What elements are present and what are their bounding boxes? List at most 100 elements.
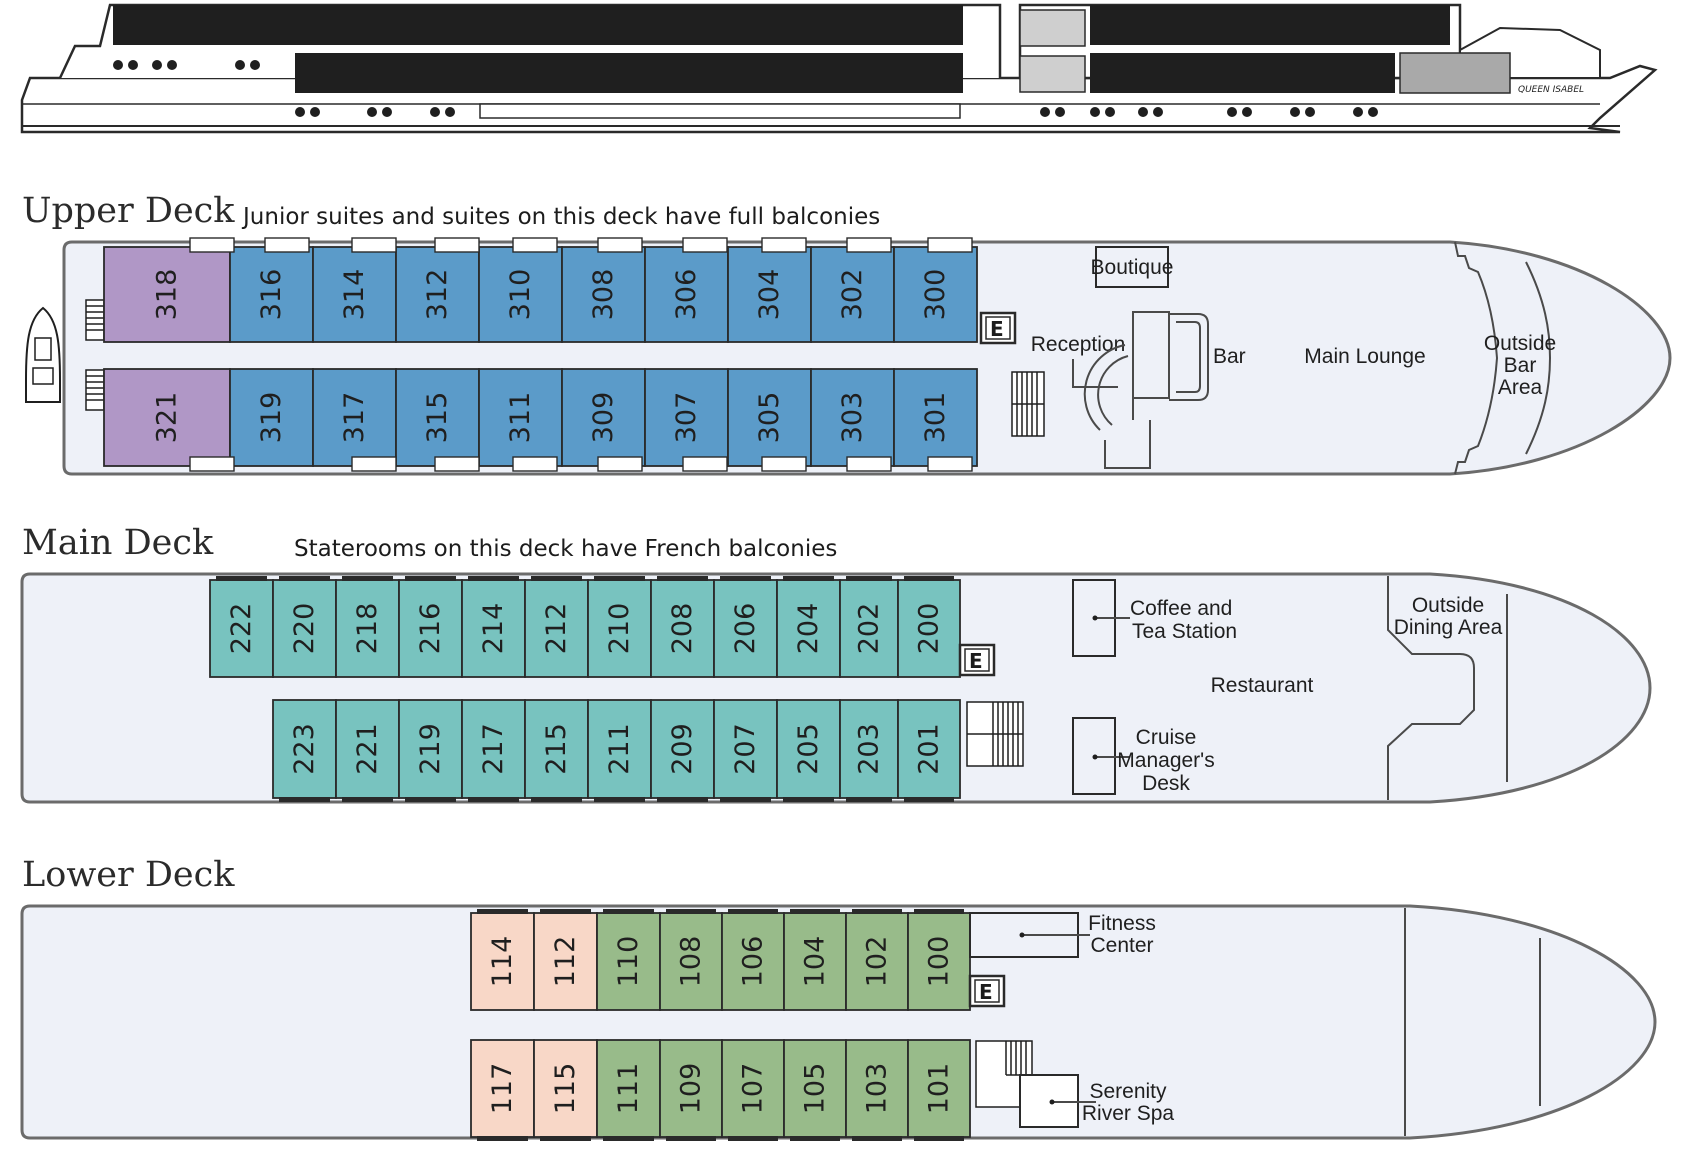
cabin-205[interactable]: 205 [776, 699, 841, 802]
balcony-marker [682, 456, 728, 472]
cabin-102[interactable]: 102 [845, 909, 909, 1011]
cabin-216[interactable]: 216 [398, 576, 463, 678]
cabin-100[interactable]: 100 [907, 909, 971, 1011]
cabin-number: 101 [924, 1063, 955, 1115]
cabin-number: 321 [152, 392, 183, 444]
cabin-220[interactable]: 220 [272, 576, 337, 678]
cabin-number: 202 [854, 603, 885, 655]
cabin-107[interactable]: 107 [721, 1039, 785, 1141]
cabin-117[interactable]: 117 [470, 1039, 535, 1141]
cabin-311[interactable]: 311 [478, 368, 563, 467]
cabin-210[interactable]: 210 [587, 576, 652, 678]
cabin-202[interactable]: 202 [839, 576, 899, 678]
cabin-number: 109 [676, 1063, 707, 1115]
cabin-209[interactable]: 209 [650, 699, 715, 802]
cabin-305[interactable]: 305 [727, 368, 812, 467]
balcony-marker [927, 237, 973, 253]
cabin-105[interactable]: 105 [783, 1039, 847, 1141]
cabin-312[interactable]: 312 [395, 246, 480, 343]
cabin-206[interactable]: 206 [713, 576, 778, 678]
cabin-number: 315 [422, 392, 453, 444]
cabin-211[interactable]: 211 [587, 699, 652, 802]
cabin-number: 217 [478, 723, 509, 775]
cabin-217[interactable]: 217 [461, 699, 526, 802]
cabin-number: 103 [862, 1063, 893, 1115]
main-lounge-label: Main Lounge [1304, 345, 1425, 368]
cabin-number: 300 [920, 269, 951, 321]
cabin-number: 110 [613, 936, 644, 988]
cabin-316[interactable]: 316 [229, 246, 314, 343]
ship-name: QUEEN ISABEL [1518, 85, 1584, 95]
lower-deck-hull [20, 904, 1657, 1140]
balcony-marker [434, 237, 480, 253]
cabin-number: 222 [226, 603, 257, 655]
cabin-207[interactable]: 207 [713, 699, 778, 802]
cabin-109[interactable]: 109 [659, 1039, 723, 1141]
cabin-219[interactable]: 219 [398, 699, 463, 802]
cabin-215[interactable]: 215 [524, 699, 589, 802]
cabin-number: 210 [604, 603, 635, 655]
cabin-306[interactable]: 306 [644, 246, 729, 343]
outside-dining-label-1: Outside [1412, 594, 1484, 617]
cabin-214[interactable]: 214 [461, 576, 526, 678]
cabin-101[interactable]: 101 [907, 1039, 971, 1141]
balcony-marker [189, 456, 235, 472]
cabin-304[interactable]: 304 [727, 246, 812, 343]
reception-label: Reception [1031, 333, 1126, 356]
cabin-309[interactable]: 309 [561, 368, 646, 467]
cabin-308[interactable]: 308 [561, 246, 646, 343]
cabin-104[interactable]: 104 [783, 909, 847, 1011]
cabin-201[interactable]: 201 [897, 699, 961, 802]
cabin-204[interactable]: 204 [776, 576, 841, 678]
cabin-103[interactable]: 103 [845, 1039, 909, 1141]
cabin-number: 309 [588, 392, 619, 444]
cabin-number: 305 [754, 392, 785, 444]
balcony-marker [434, 456, 480, 472]
cabin-303[interactable]: 303 [810, 368, 895, 467]
lower-elevator[interactable]: E [968, 974, 1006, 1008]
cabin-315[interactable]: 315 [395, 368, 480, 467]
upper-deck-subtitle: Junior suites and suites on this deck ha… [241, 204, 880, 230]
cabin-301[interactable]: 301 [893, 368, 978, 467]
cabin-106[interactable]: 106 [721, 909, 785, 1011]
cabin-318[interactable]: 318 [103, 246, 231, 343]
cabin-111[interactable]: 111 [596, 1039, 661, 1141]
cabin-203[interactable]: 203 [839, 699, 899, 802]
cabin-number: 208 [667, 603, 698, 655]
upper-elevator[interactable]: E [979, 311, 1017, 345]
cabin-302[interactable]: 302 [810, 246, 895, 343]
cabin-number: 108 [676, 936, 707, 988]
cabin-number: 220 [289, 603, 320, 655]
coffee-station-label-2: Tea Station [1132, 620, 1237, 643]
cabin-112[interactable]: 112 [533, 909, 598, 1011]
cabin-200[interactable]: 200 [897, 576, 961, 678]
cabin-218[interactable]: 218 [335, 576, 400, 678]
cabin-108[interactable]: 108 [659, 909, 723, 1011]
cabin-314[interactable]: 314 [312, 246, 397, 343]
fitness-label-2: Center [1090, 934, 1153, 957]
cabin-number: 302 [837, 269, 868, 321]
cabin-221[interactable]: 221 [335, 699, 400, 802]
boutique-box [1095, 246, 1169, 288]
cabin-114[interactable]: 114 [470, 909, 535, 1011]
upper-forward-stairs-icon [1011, 371, 1045, 437]
cabin-310[interactable]: 310 [478, 246, 563, 343]
cabin-300[interactable]: 300 [893, 246, 978, 343]
cabin-212[interactable]: 212 [524, 576, 589, 678]
cabin-223[interactable]: 223 [272, 699, 337, 802]
balcony-marker [264, 237, 310, 253]
spa-label-1: Serenity [1089, 1080, 1167, 1103]
cabin-319[interactable]: 319 [229, 368, 314, 467]
cabin-208[interactable]: 208 [650, 576, 715, 678]
cabin-317[interactable]: 317 [312, 368, 397, 467]
cabin-number: 117 [487, 1063, 518, 1115]
cabin-307[interactable]: 307 [644, 368, 729, 467]
cabin-110[interactable]: 110 [596, 909, 661, 1011]
cabin-115[interactable]: 115 [533, 1039, 598, 1141]
main-elevator[interactable]: E [958, 643, 996, 677]
cabin-222[interactable]: 222 [209, 576, 274, 678]
cabin-321[interactable]: 321 [103, 368, 231, 467]
